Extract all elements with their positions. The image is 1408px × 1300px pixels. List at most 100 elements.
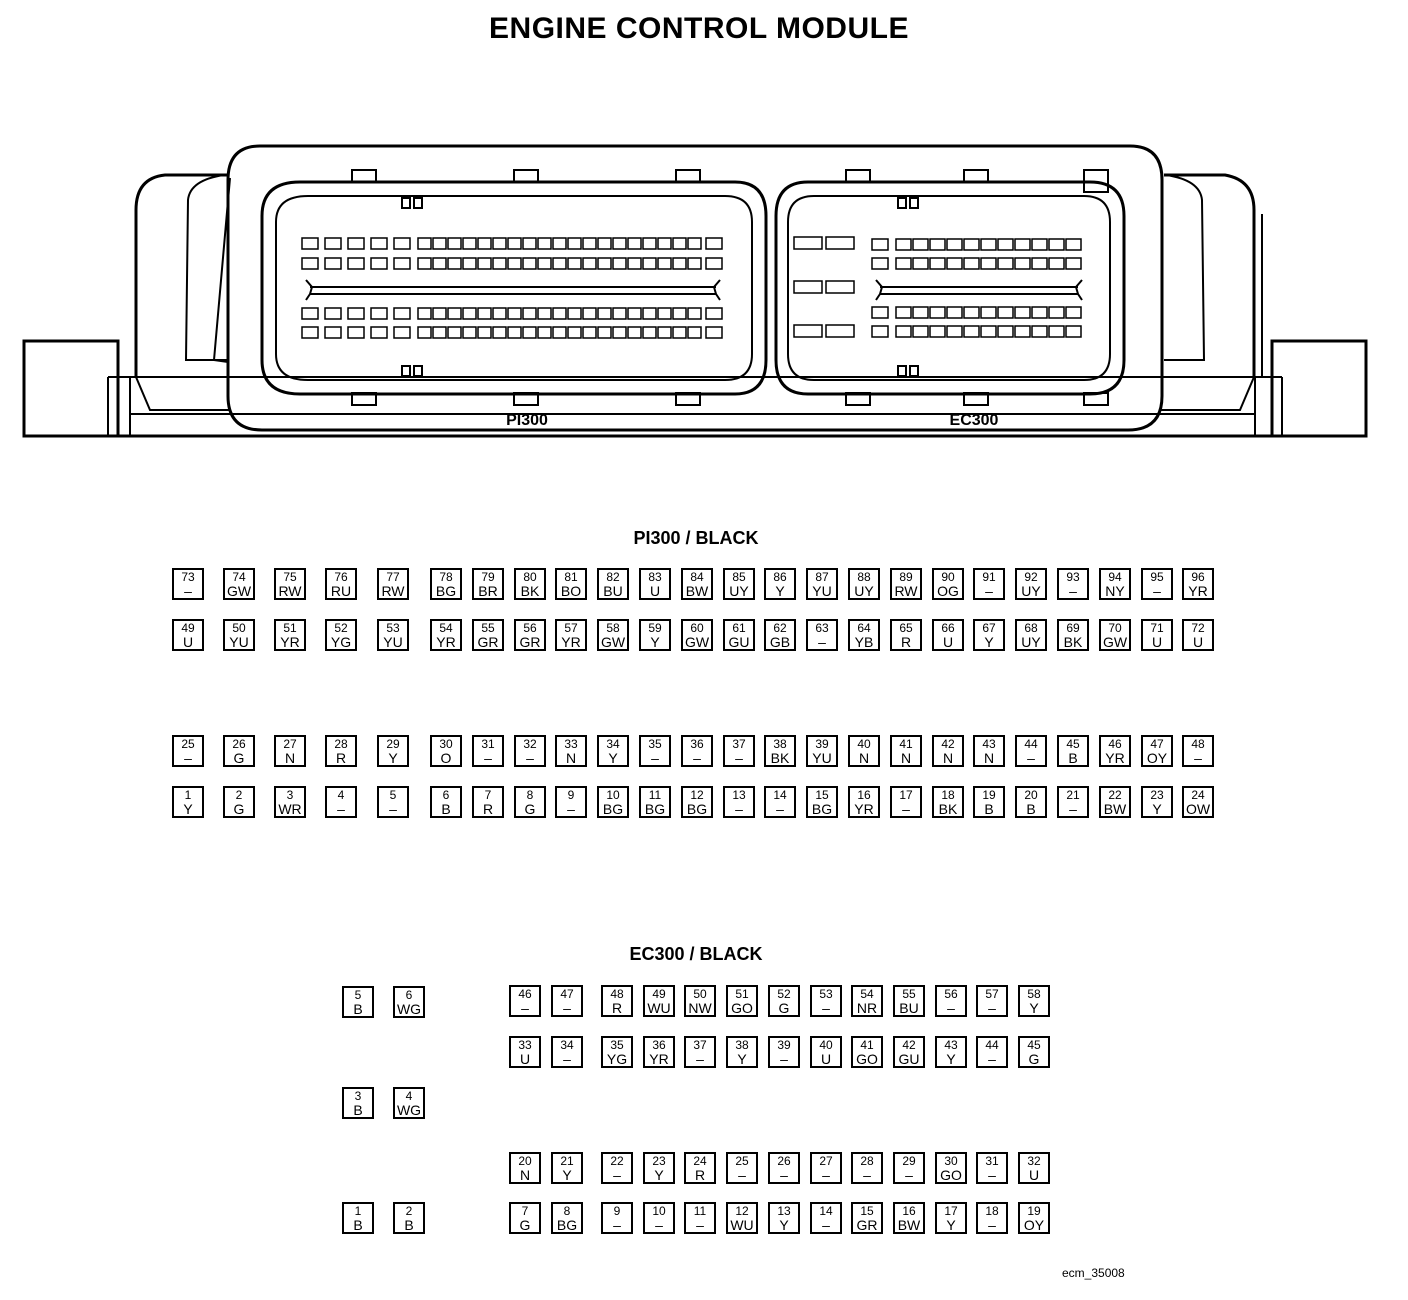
pin-number: 63 xyxy=(815,621,829,635)
wire-color: U xyxy=(1151,634,1163,650)
pi300-cavity xyxy=(705,326,723,339)
pi300-cavity xyxy=(417,257,432,270)
pi300-module-label: PI300 xyxy=(506,412,548,429)
pi300-pin-9: 9– xyxy=(555,786,587,818)
ec300-cavity xyxy=(1065,306,1082,319)
pin-number: 30 xyxy=(944,1154,958,1168)
ec300-pin-44: 44– xyxy=(976,1036,1008,1068)
ec300-cavity xyxy=(980,325,997,338)
pi300-cavity xyxy=(347,237,365,250)
wire-color: B xyxy=(1026,801,1036,817)
pi300-cavity xyxy=(492,307,507,320)
pin-number: 17 xyxy=(944,1204,958,1218)
ec300-cavity xyxy=(895,238,912,251)
pi300-cavity xyxy=(672,326,687,339)
wire-color: OG xyxy=(937,583,959,599)
pi300-cavity xyxy=(447,326,462,339)
wire-color: U xyxy=(1192,634,1204,650)
wire-color: – xyxy=(337,801,345,817)
pin-number: 82 xyxy=(606,570,620,584)
pin-number: 41 xyxy=(899,737,913,751)
pin-number: 33 xyxy=(564,737,578,751)
pin-number: 68 xyxy=(1024,621,1038,635)
pi300-cavity xyxy=(537,307,552,320)
pin-number: 14 xyxy=(819,1204,833,1218)
wire-color: YU xyxy=(383,634,403,650)
wire-color: – xyxy=(184,750,192,766)
wire-color: Y xyxy=(775,583,785,599)
pin-number: 22 xyxy=(1108,788,1122,802)
pi300-cavity xyxy=(705,237,723,250)
wire-color: BG xyxy=(811,801,833,817)
pin-number: 59 xyxy=(648,621,662,635)
pin-number: 41 xyxy=(860,1038,874,1052)
wire-color: – xyxy=(613,1217,621,1233)
pin-number: 87 xyxy=(815,570,829,584)
ec300-cavity xyxy=(946,325,963,338)
wire-color: – xyxy=(780,1167,788,1183)
ec300-cavity xyxy=(997,257,1014,270)
wire-color: U xyxy=(519,1051,531,1067)
wire-color: G xyxy=(1028,1051,1040,1067)
pi300-cavity xyxy=(507,237,522,250)
pin-number: 28 xyxy=(860,1154,874,1168)
wire-color: U xyxy=(649,583,661,599)
pin-number: 23 xyxy=(1150,788,1164,802)
wire-color: NR xyxy=(856,1000,878,1016)
wire-color: N xyxy=(284,750,296,766)
ec300-cavity xyxy=(1065,325,1082,338)
pin-number: 27 xyxy=(819,1154,833,1168)
wire-color: – xyxy=(696,1217,704,1233)
wire-color: WG xyxy=(396,1001,422,1017)
wire-color: GW xyxy=(600,634,626,650)
pi300-cavity xyxy=(597,237,612,250)
pin-number: 78 xyxy=(439,570,453,584)
pi300-cavity xyxy=(552,257,567,270)
pin-number: 44 xyxy=(985,1038,999,1052)
wire-color: UY xyxy=(854,583,874,599)
ec300-cavity xyxy=(1014,306,1031,319)
pin-number: 6 xyxy=(442,788,450,802)
wire-color: OW xyxy=(1185,801,1211,817)
pi300-cavity xyxy=(657,307,672,320)
pi300-cavity xyxy=(393,307,411,320)
pin-number: 11 xyxy=(648,788,662,802)
ec300-cavity xyxy=(1014,238,1031,251)
ec300-cavity xyxy=(871,238,889,251)
pin-number: 37 xyxy=(732,737,746,751)
pi300-cavity xyxy=(687,326,702,339)
pi300-cavity xyxy=(324,307,342,320)
wire-color: N xyxy=(519,1167,531,1183)
wire-color: GR xyxy=(477,634,499,650)
wire-color: – xyxy=(818,634,826,650)
pi300-pin-17: 17– xyxy=(890,786,922,818)
ec300-pin-9: 9– xyxy=(601,1202,633,1234)
pin-number: 50 xyxy=(232,621,246,635)
pin-number: 52 xyxy=(777,987,791,1001)
pi300-cavity xyxy=(552,237,567,250)
ec300-cavity xyxy=(929,306,946,319)
ec300-cavity xyxy=(997,306,1014,319)
wire-color: – xyxy=(822,1167,830,1183)
pin-number: 52 xyxy=(334,621,348,635)
